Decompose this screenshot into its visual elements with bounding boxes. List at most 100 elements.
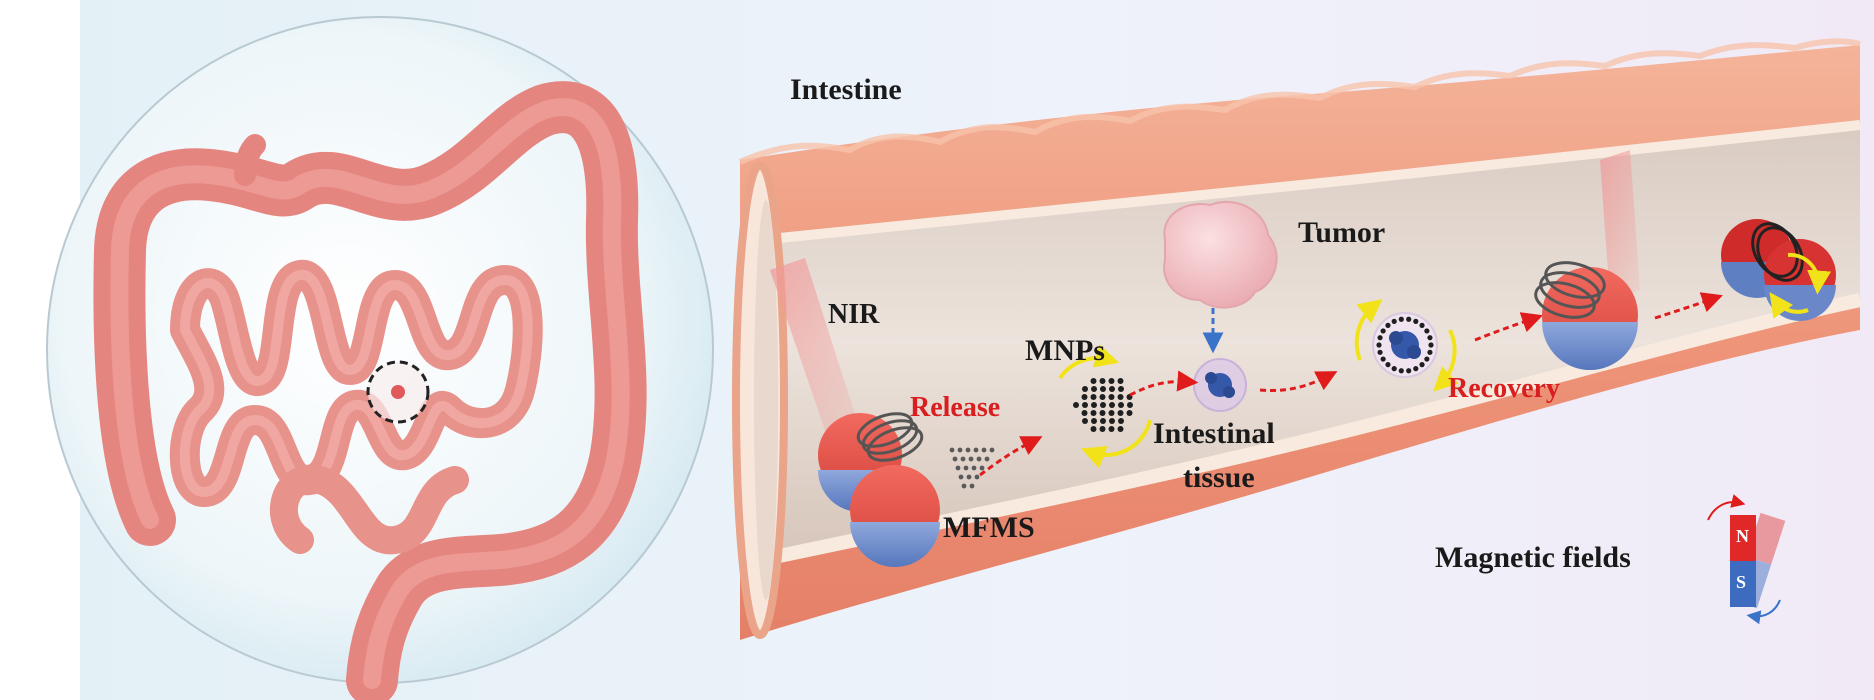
mnp-dot [1109, 418, 1115, 424]
mnp-rotation-arrows [1058, 344, 1152, 469]
mnp-dot [1117, 378, 1124, 384]
mnp-cluster [1073, 378, 1133, 432]
capture-dot [1398, 368, 1404, 374]
label-recovery: Recovery [1448, 373, 1560, 404]
appendix [234, 134, 266, 186]
released-dot [989, 447, 995, 453]
released-dot [968, 456, 974, 462]
mfms-particle [818, 412, 940, 567]
mnp-dot [1082, 402, 1088, 408]
capture-dot [1424, 356, 1430, 362]
label-magnetic-fields: Magnetic fields [1435, 541, 1631, 574]
released-dot [969, 483, 975, 489]
capture-dot [1385, 362, 1391, 368]
capture-dot [1413, 366, 1419, 372]
mnp-dot [1099, 410, 1106, 416]
released-dot [955, 465, 961, 471]
mnp-dot [1081, 394, 1088, 400]
mnp-dot [1127, 402, 1133, 408]
capture-dot [1406, 316, 1412, 322]
label-tissue: tissue [1183, 461, 1255, 494]
label-nir: NIR [828, 299, 880, 330]
released-dot [984, 456, 990, 462]
mnp-dot [1100, 418, 1106, 424]
rotating-particle [1721, 219, 1836, 321]
magnet-s-label: S [1736, 572, 1747, 592]
released-dot [974, 474, 980, 480]
mnp-dot [1118, 402, 1124, 408]
released-dot [963, 465, 969, 471]
colon-overview [46, 16, 714, 700]
mnp-dot [1090, 410, 1097, 416]
mnp-dot [1108, 378, 1115, 384]
mnp-dot [1091, 402, 1097, 408]
mnp-dot [1099, 426, 1106, 432]
capture-dot [1413, 318, 1419, 324]
tumor [1163, 200, 1278, 309]
tube-top-folds [738, 38, 1861, 165]
mnp-dot [1117, 394, 1124, 400]
capture-dot [1428, 342, 1434, 348]
capture-dot [1391, 366, 1397, 372]
label-tumor: Tumor [1298, 216, 1386, 249]
released-dot [960, 456, 966, 462]
released-dot [973, 447, 979, 453]
mnp-dot [1117, 410, 1124, 416]
mnp-dot [1090, 394, 1097, 400]
nir-beam-right [1600, 150, 1640, 300]
capture-dot [1424, 328, 1430, 334]
mnp-dot [1117, 426, 1124, 432]
released-dot [965, 447, 971, 453]
released-dot [981, 447, 987, 453]
mnp-dot [1109, 402, 1115, 408]
tissue-cell [1193, 358, 1247, 412]
mnp-dot [1091, 418, 1097, 424]
mnp-dot [1108, 410, 1115, 416]
label-mfms: MFMS [943, 511, 1035, 544]
mnp-dot [1082, 386, 1088, 392]
capture-dot [1376, 342, 1382, 348]
capture-dot [1380, 328, 1386, 334]
released-dot [958, 474, 964, 480]
capture-dot [1406, 368, 1412, 374]
mnp-dot [1099, 394, 1106, 400]
capture-dot [1377, 335, 1383, 341]
released-dot [949, 447, 955, 453]
mnp-dot [1081, 410, 1088, 416]
capture-dot [1419, 322, 1425, 328]
capture-dot [1427, 335, 1433, 341]
mnp-dot [1118, 386, 1124, 392]
released-dot [966, 474, 972, 480]
label-release: Release [910, 392, 1001, 423]
released-dot [961, 483, 967, 489]
mnp-dot [1091, 386, 1097, 392]
released-dot [976, 456, 982, 462]
released-dot [957, 447, 963, 453]
mnp-dot [1108, 394, 1115, 400]
mnp-dot [1100, 402, 1106, 408]
released-mnps [949, 447, 995, 489]
capture-dot [1385, 322, 1391, 328]
small-intestine-lower [270, 464, 469, 555]
released-dot [979, 465, 985, 471]
capture-dot [1398, 316, 1404, 322]
capture-dot [1377, 349, 1383, 355]
label-intestinal: Intestinal [1153, 417, 1275, 450]
magnet-n-label: N [1736, 526, 1749, 546]
capture-dot [1391, 318, 1397, 324]
mnp-dot [1073, 402, 1079, 408]
label-intestine: Intestine [790, 73, 902, 106]
capture-dot [1427, 349, 1433, 355]
mnp-dot [1100, 386, 1106, 392]
mnp-dot [1118, 418, 1124, 424]
mnp-dot [1090, 378, 1097, 384]
recovery-particle [1534, 261, 1638, 370]
mnp-dot [1090, 426, 1097, 432]
lining-top [759, 120, 1861, 245]
capture-dot [1380, 356, 1386, 362]
mnp-dot [1126, 410, 1133, 416]
magnet-icon [1707, 494, 1786, 625]
mnp-dot [1082, 418, 1088, 424]
released-dot [971, 465, 977, 471]
